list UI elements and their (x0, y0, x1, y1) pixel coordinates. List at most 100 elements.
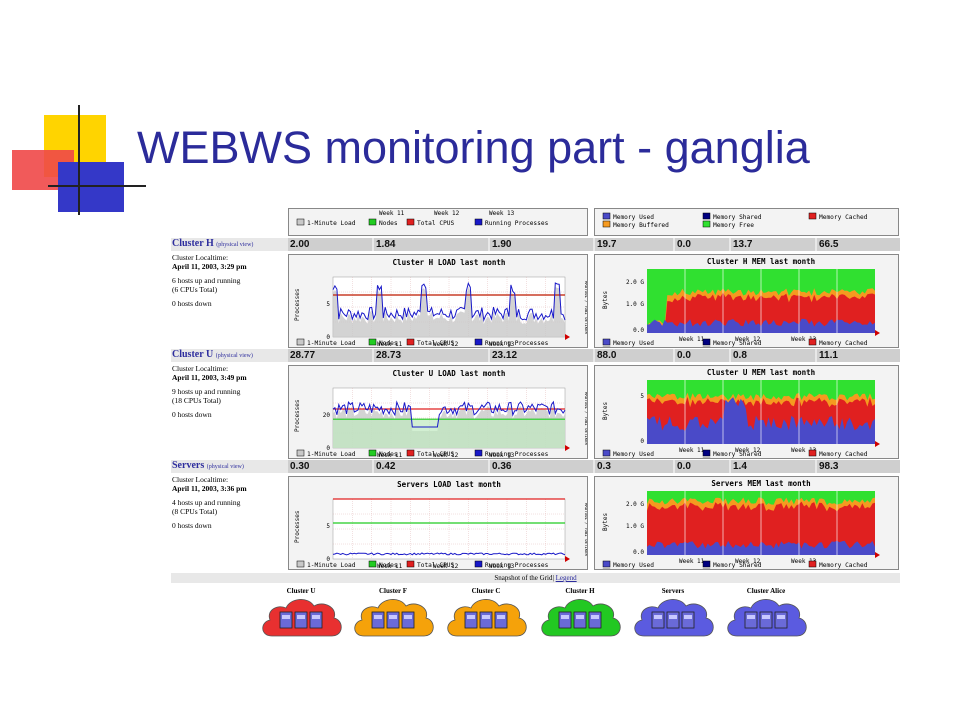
week-label: Week 12 (735, 447, 761, 454)
localtime-label: Cluster Localtime: (172, 364, 229, 373)
week-label: Week 13 (489, 563, 515, 570)
cluster-name-link[interactable]: Cluster U (physical view) (172, 349, 253, 360)
legend-swatch (702, 220, 711, 228)
grid-cluster-label[interactable]: Servers (661, 587, 685, 595)
legend-swatch (702, 338, 711, 346)
week-label: Week 11 (377, 341, 403, 348)
physical-view-link[interactable]: (physical view) (206, 464, 244, 470)
legend-label: Total CPUS (417, 340, 455, 347)
y-tick-label: 2.0 G (626, 279, 644, 286)
cluster-name[interactable]: Servers (172, 460, 205, 471)
grid-cluster-cloud[interactable] (443, 584, 529, 644)
y-tick-label: 20 (323, 412, 331, 419)
legend-label: Memory Shared (713, 214, 762, 221)
metric-value: 28.73 (374, 349, 488, 362)
legend-label: Memory Used (613, 451, 654, 458)
side-label: RRDTOOL / TOBI OETIKER (584, 392, 588, 446)
grid-cluster-label[interactable]: Cluster C (471, 587, 501, 595)
graph-title: Cluster U MEM last month (707, 368, 815, 377)
legend-swatch (406, 338, 415, 346)
grid-cluster-label[interactable]: Cluster H (565, 587, 595, 595)
legend-label: Memory Buffered (613, 222, 669, 229)
legend-swatch (602, 338, 611, 346)
grid-cluster-cloud[interactable] (258, 584, 344, 644)
legend-swatch (602, 457, 611, 458)
metric-value: 0.0 (675, 238, 729, 251)
localtime: April 11, 2003, 3:49 pm (172, 373, 247, 382)
legend-label: Memory Used (613, 340, 654, 347)
grid-cluster-cloud[interactable] (630, 584, 716, 644)
cpus-total: (6 CPUs Total) (172, 285, 218, 294)
physical-view-link[interactable]: (physical view) (216, 242, 254, 248)
grid-cluster-cloud[interactable] (537, 584, 623, 644)
host-icon (588, 611, 602, 629)
snapshot-bar: Snapshot of the Grid| Legend (171, 573, 900, 583)
host-screen-icon (684, 615, 692, 619)
legend-swatch (808, 560, 817, 568)
legend-label: 1-Minute Load (307, 220, 356, 227)
metric-value: 0.42 (374, 460, 488, 473)
metric-value: 2.00 (288, 238, 372, 251)
week-label: Week 13 (489, 341, 515, 348)
y-axis-label: Processes (294, 288, 301, 321)
host-icon (681, 611, 695, 629)
host-screen-icon (282, 615, 290, 619)
grid-cluster-label[interactable]: Cluster Alice (746, 587, 786, 595)
legend-swatch (702, 560, 711, 568)
legend-label: Memory Cached (819, 451, 868, 458)
series-running-processes (332, 400, 566, 428)
metric-value: 0.36 (490, 460, 593, 473)
cluster-name-link[interactable]: Servers (physical view) (172, 460, 244, 471)
side-label: RRDTOOL / TOBI OETIKER (584, 503, 588, 557)
metric-value: 13.7 (731, 238, 815, 251)
legend-swatch (702, 346, 711, 347)
metric-value: 0.0 (675, 460, 729, 473)
host-screen-icon (561, 615, 569, 619)
grid-cluster-label[interactable]: Cluster U (286, 587, 316, 595)
cluster-name-link[interactable]: Cluster H (physical view) (172, 238, 253, 249)
legend-label: Running Processes (485, 220, 549, 227)
host-screen-icon (591, 615, 599, 619)
metric-value: 0.0 (675, 349, 729, 362)
host-screen-icon (374, 615, 382, 619)
cluster-name[interactable]: Cluster U (172, 349, 214, 360)
metric-value: 11.1 (817, 349, 900, 362)
legend-swatch (368, 560, 377, 568)
week-label: Week 12 (433, 452, 459, 459)
host-icon (386, 611, 400, 629)
week-label: Week 11 (679, 447, 705, 454)
y-axis-label: Processes (294, 399, 301, 432)
y-tick-label: 0 (326, 334, 330, 341)
metric-value: 0.8 (731, 349, 815, 362)
y-tick-label: 1.0 G (626, 301, 644, 308)
metric-value: 23.12 (490, 349, 593, 362)
grid-cluster-cloud[interactable] (723, 584, 809, 644)
grid-cluster-label[interactable]: Cluster F (378, 587, 408, 595)
grid-cluster-cloud[interactable] (350, 584, 436, 644)
legend-swatch (702, 449, 711, 457)
cluster-name[interactable]: Cluster H (172, 238, 214, 249)
snapshot-text: Snapshot of the Grid (494, 574, 553, 582)
legend-swatch (602, 346, 611, 347)
week-label: Week 13 (791, 558, 817, 565)
legend-link[interactable]: Legend (555, 574, 577, 582)
host-screen-icon (404, 615, 412, 619)
legend-swatch (702, 568, 711, 569)
physical-view-link[interactable]: (physical view) (215, 353, 253, 359)
week-label: Week 13 (489, 452, 515, 459)
legend-swatch (808, 212, 817, 220)
legend-label: Memory Cached (819, 214, 868, 221)
legend-label: Running Processes (485, 451, 549, 458)
host-icon (479, 611, 493, 629)
y-tick-label: 5 (326, 301, 330, 308)
legend-swatch (602, 449, 611, 457)
